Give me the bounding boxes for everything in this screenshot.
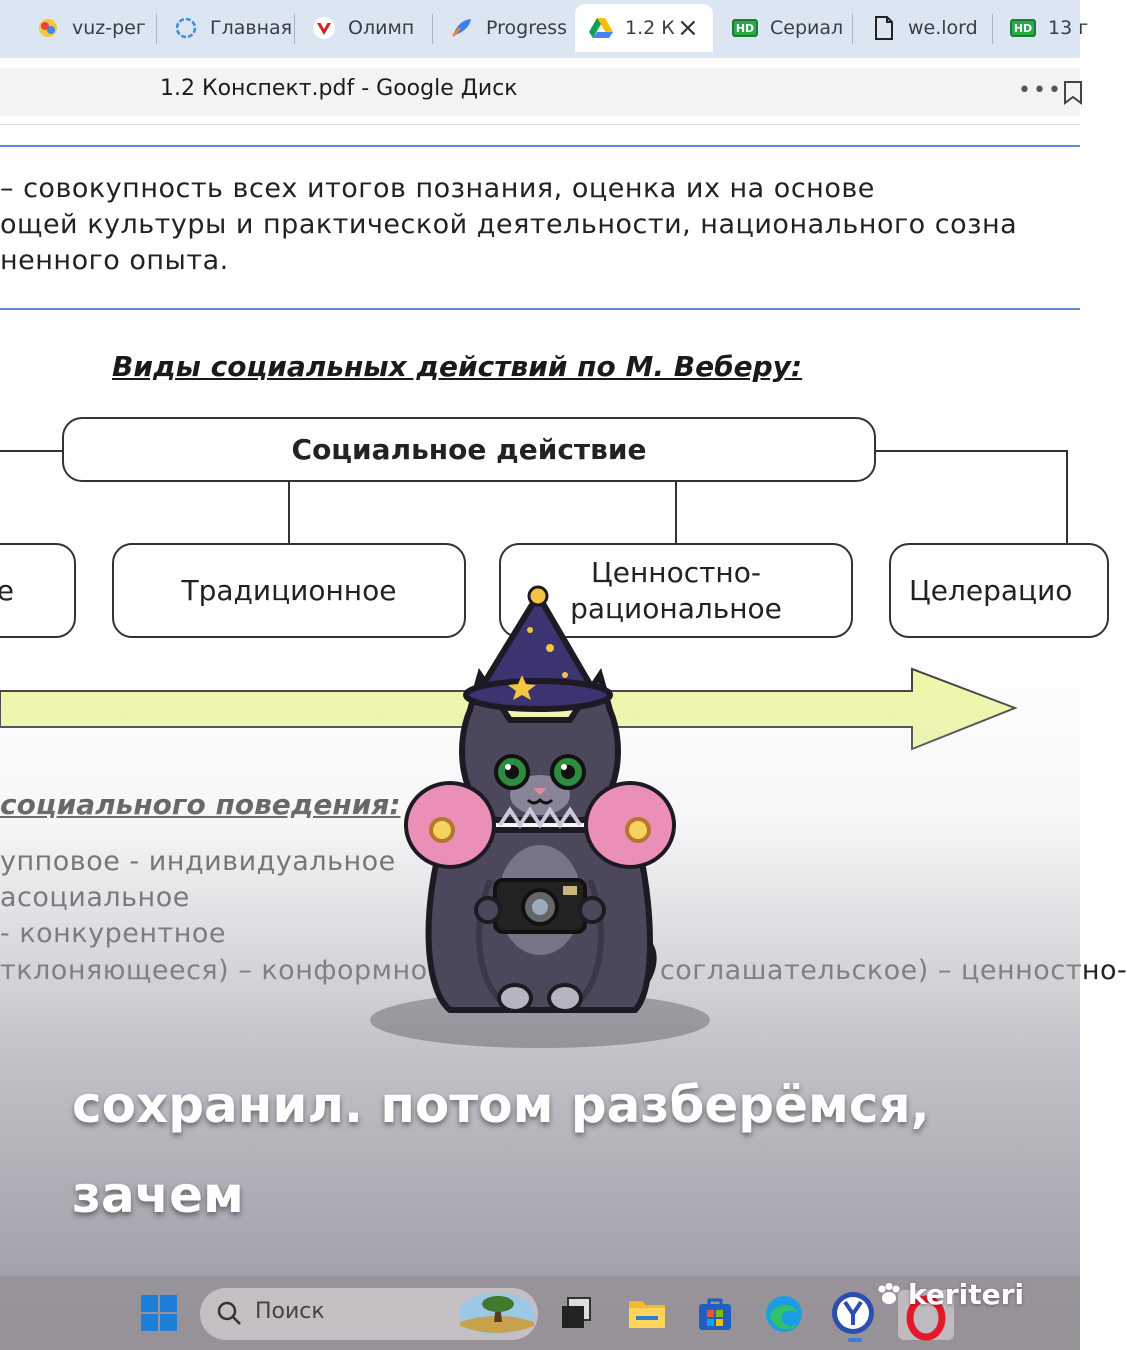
window-title-bar bbox=[0, 68, 1080, 116]
behavior-title: социального поведения: bbox=[0, 788, 401, 821]
wizard-cat-sticker bbox=[370, 585, 710, 1048]
divider bbox=[0, 145, 1080, 147]
vivaldi-icon bbox=[312, 16, 336, 40]
document-icon bbox=[872, 16, 896, 40]
tab-label: 13 г bbox=[1048, 17, 1089, 39]
tab-serial[interactable]: HD Сериал bbox=[718, 4, 850, 52]
edge-icon[interactable] bbox=[764, 1294, 804, 1338]
close-icon[interactable]: × bbox=[677, 13, 699, 43]
hd-badge-icon: HD bbox=[1010, 19, 1036, 37]
hd-badge-icon: HD bbox=[732, 19, 758, 37]
tab-label: Олимп bbox=[348, 17, 415, 39]
tab-progress[interactable]: Progress bbox=[436, 4, 568, 52]
tab-label: we.lord bbox=[908, 17, 978, 39]
windows-start-icon[interactable] bbox=[140, 1294, 178, 1336]
diagram-node-goal-rational: Целерацио bbox=[889, 543, 1109, 638]
opera-icon[interactable] bbox=[898, 1290, 954, 1344]
definition-line: ощей культуры и практической деятельност… bbox=[0, 209, 1018, 240]
behavior-line: - конкурентное bbox=[0, 918, 227, 949]
feather-blue-icon bbox=[450, 16, 474, 40]
watermark-text: keriteri bbox=[908, 1278, 1025, 1311]
diagram-node-affective: е bbox=[0, 543, 76, 638]
tab-label: Progress bbox=[486, 17, 568, 39]
flower-outline-icon bbox=[174, 16, 198, 40]
task-view-icon[interactable] bbox=[560, 1296, 592, 1334]
diagram-node-traditional: Традиционное bbox=[112, 543, 466, 638]
tab-label: vuz-рег bbox=[72, 17, 146, 39]
watermark: keriteri bbox=[876, 1278, 1024, 1311]
section-title: Виды социальных действий по М. Веберу: bbox=[112, 350, 803, 383]
definition-line: ненного опыта. bbox=[0, 245, 229, 276]
tab-google-drive-active[interactable]: 1.2 К × bbox=[575, 4, 713, 52]
tab-label: 1.2 К bbox=[625, 17, 675, 39]
tab-label: Главная bbox=[210, 17, 293, 39]
browser-tab-bar: vuz-рег Главная Олимп Progress 1.2 К × H… bbox=[0, 0, 1088, 58]
diagram-node-value-rational: Ценностно- рациональное bbox=[499, 543, 853, 638]
definition-line: – совокупность всех итогов познания, оце… bbox=[0, 173, 875, 204]
colorful-app-icon bbox=[36, 16, 60, 40]
tab-13[interactable]: HD 13 г bbox=[996, 4, 1088, 52]
tab-main[interactable]: Главная bbox=[160, 4, 292, 52]
search-placeholder: Поиск bbox=[255, 1299, 325, 1324]
more-options-icon[interactable]: ••• bbox=[1018, 78, 1063, 103]
tab-vuz[interactable]: vuz-рег bbox=[22, 4, 154, 52]
paw-icon bbox=[878, 1282, 900, 1304]
diagram-root-node: Социальное действие bbox=[62, 417, 876, 482]
google-drive-icon bbox=[589, 16, 613, 40]
tab-olymp[interactable]: Олимп bbox=[298, 4, 430, 52]
bookmark-icon[interactable] bbox=[1062, 80, 1084, 106]
tab-label: Сериал bbox=[770, 17, 844, 39]
behavior-line: асоциальное bbox=[0, 882, 190, 913]
search-icon bbox=[216, 1300, 242, 1330]
divider bbox=[0, 308, 1080, 310]
search-highlight-icon bbox=[458, 1292, 536, 1340]
microsoft-store-icon[interactable] bbox=[697, 1296, 733, 1336]
video-caption: сохранил. потом разберёмся, зачем bbox=[72, 1076, 930, 1224]
yandex-browser-icon[interactable] bbox=[830, 1290, 876, 1340]
behavior-line: упповое - индивидуальное bbox=[0, 846, 396, 877]
tab-welord[interactable]: we.lord bbox=[858, 4, 988, 52]
page-title: 1.2 Конспект.pdf - Google Диск bbox=[160, 76, 518, 101]
file-explorer-icon[interactable] bbox=[628, 1296, 666, 1334]
